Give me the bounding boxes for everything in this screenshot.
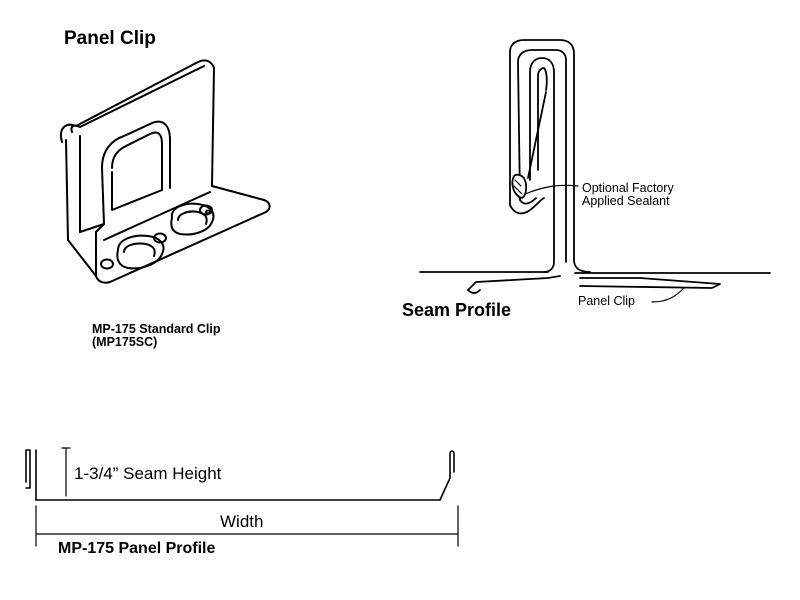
panel-clip-caption-line1: MP-175 Standard Clip bbox=[92, 322, 221, 336]
seam-panel-clip-label: Panel Clip bbox=[578, 294, 635, 308]
panel-clip-title: Panel Clip bbox=[64, 28, 156, 49]
width-label: Width bbox=[220, 512, 264, 531]
seam-height-label: 1-3/4” Seam Height bbox=[74, 464, 222, 483]
panel-profile-illustration bbox=[25, 447, 459, 547]
seam-profile-illustration bbox=[419, 39, 771, 303]
panel-clip-illustration bbox=[60, 59, 271, 284]
sealant-callout-line1: Optional Factory bbox=[582, 181, 674, 195]
panel-clip-caption-line2: (MP175SC) bbox=[92, 335, 158, 349]
sealant-callout-line2: Applied Sealant bbox=[582, 194, 670, 208]
panel-profile-title: MP-175 Panel Profile bbox=[58, 540, 216, 557]
seam-profile-title: Seam Profile bbox=[402, 300, 512, 320]
